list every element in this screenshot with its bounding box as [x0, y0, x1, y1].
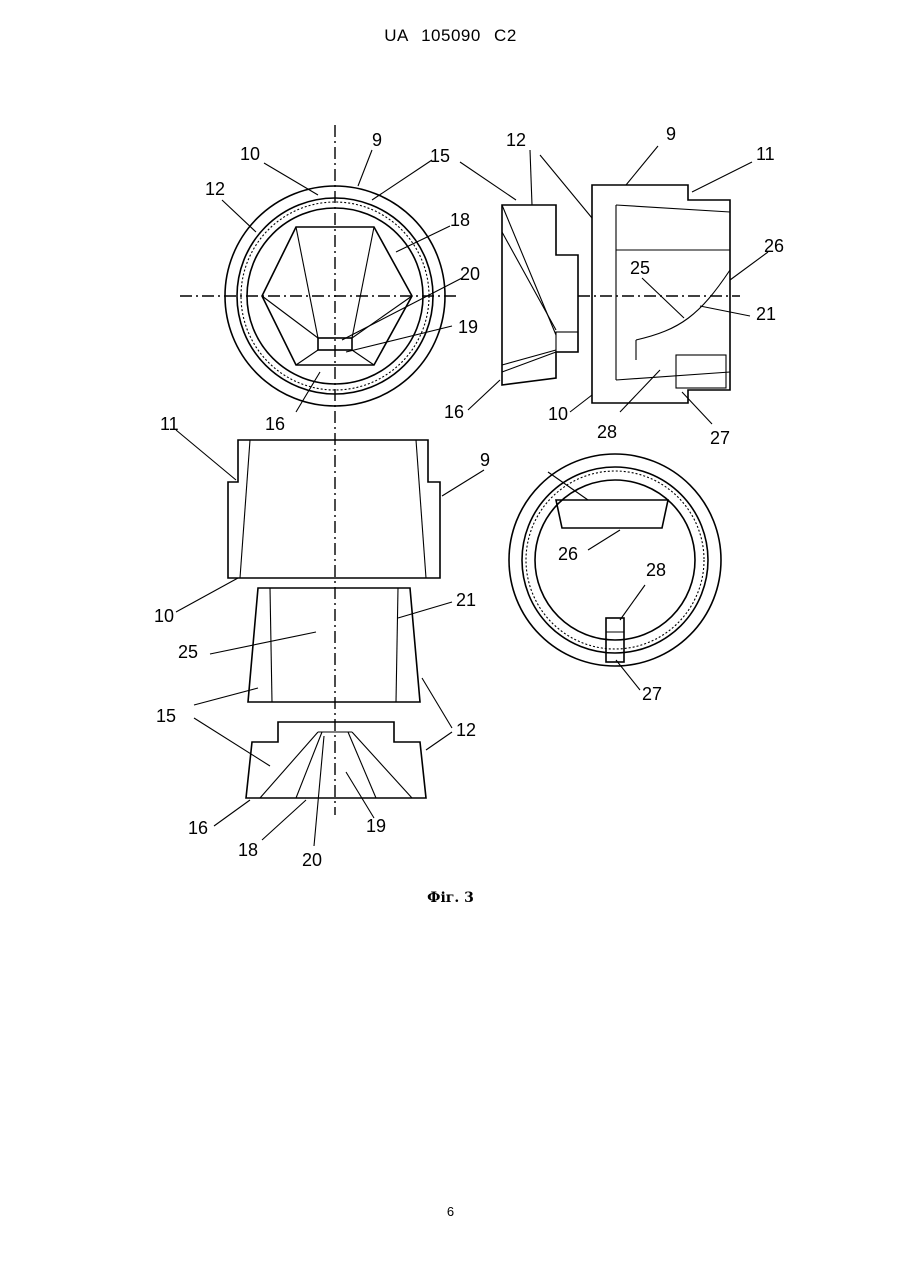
- housing-side-view: [228, 440, 440, 578]
- label-19: 19: [458, 317, 478, 337]
- label-12: 12: [205, 179, 225, 199]
- label-18e: 18: [238, 840, 258, 860]
- figure-caption: Фіг. 3: [0, 890, 901, 906]
- label-12e: 12: [456, 720, 476, 740]
- top-view-leaders: [222, 150, 462, 412]
- bottom-view-circle: [509, 454, 721, 666]
- label-9c: 9: [480, 450, 490, 470]
- label-15: 15: [430, 146, 450, 166]
- patent-drawing: 10 9 15 12 18 20 19 16 12: [0, 0, 901, 880]
- leader-26d: [588, 530, 620, 550]
- label-19e: 19: [366, 816, 386, 836]
- label-11c: 11: [160, 414, 179, 434]
- leader-9c: [442, 470, 484, 496]
- sleeve-side-view: [248, 588, 420, 702]
- label-21e: 21: [456, 590, 476, 610]
- label-10c: 10: [154, 606, 174, 626]
- label-16: 16: [265, 414, 285, 434]
- side-section-left: [502, 205, 578, 385]
- label-28d: 28: [646, 560, 666, 580]
- label-25e: 25: [178, 642, 198, 662]
- label-10: 10: [240, 144, 260, 164]
- label-9: 9: [372, 130, 382, 150]
- label-20e: 20: [302, 850, 322, 870]
- label-26b: 26: [764, 236, 784, 256]
- label-18: 18: [450, 210, 470, 230]
- bottom-leaders: [194, 602, 452, 846]
- page-number: 6: [0, 1204, 901, 1219]
- leader-28d: [620, 585, 645, 620]
- leader-10c: [176, 578, 238, 612]
- label-26d: 26: [558, 544, 578, 564]
- label-27d: 27: [642, 684, 662, 704]
- label-15e: 15: [156, 706, 176, 726]
- label-12b: 12: [506, 130, 526, 150]
- base-side-view: [246, 722, 426, 798]
- side-section-leaders: [460, 146, 768, 424]
- label-11b: 11: [756, 144, 775, 164]
- label-20: 20: [460, 264, 480, 284]
- label-16e: 16: [188, 818, 208, 838]
- label-21b: 21: [756, 304, 776, 324]
- label-27b: 27: [710, 428, 730, 448]
- label-16b: 16: [444, 402, 464, 422]
- label-10b: 10: [548, 404, 568, 424]
- leader-11c: [176, 430, 236, 480]
- label-25b: 25: [630, 258, 650, 278]
- label-28b: 28: [597, 422, 617, 442]
- label-9b: 9: [666, 124, 676, 144]
